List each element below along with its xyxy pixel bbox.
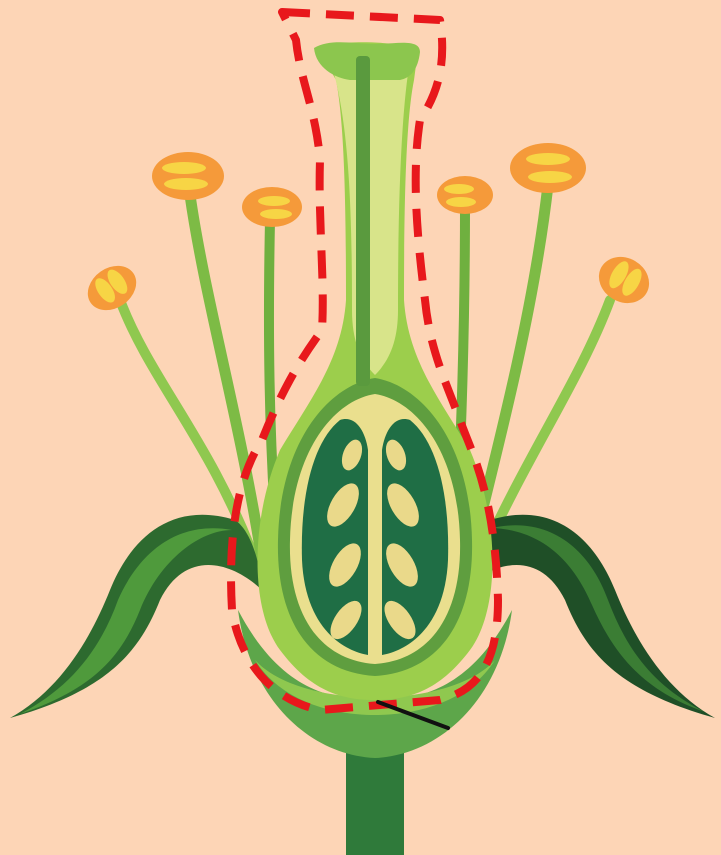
anther [242, 187, 302, 227]
placenta [369, 420, 379, 660]
anther [437, 176, 493, 214]
anther [152, 152, 224, 200]
anther [510, 143, 586, 193]
style-canal [356, 56, 370, 386]
